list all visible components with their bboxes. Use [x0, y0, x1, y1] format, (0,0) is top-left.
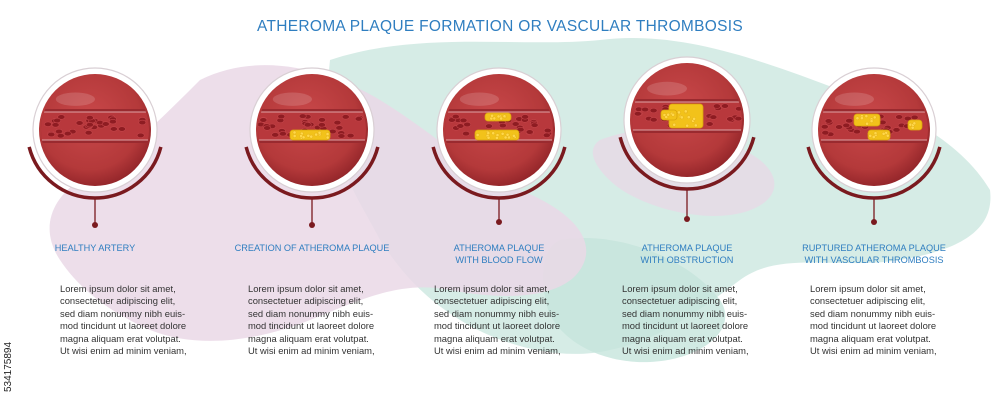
connector-dot	[92, 222, 98, 228]
description-line: Ut wisi enim ad minim veniam,	[622, 345, 749, 357]
description-line: mod tincidunt ut laoreet dolore	[248, 320, 375, 332]
infographic-title: ATHEROMA PLAQUE FORMATION OR VASCULAR TH…	[256, 18, 744, 35]
stage-description: Lorem ipsum dolor sit amet,consectetuer …	[810, 283, 937, 357]
description-line: sed diam nonummy nibh euis-	[622, 307, 748, 319]
description-line: sed diam nonummy nibh euis-	[434, 307, 560, 319]
description-line: consectetuer adipiscing elit,	[622, 295, 738, 307]
stage-label-line: HEALTHY ARTERY	[54, 243, 136, 253]
stage-label-line: WITH BLOOD FLOW	[455, 254, 543, 265]
connector-dot	[309, 222, 315, 228]
description-line: Ut wisi enim ad minim veniam,	[248, 345, 375, 357]
stage-label-line: ATHEROMA PLAQUE	[641, 243, 733, 253]
stage-description: Lorem ipsum dolor sit amet,consectetuer …	[622, 283, 749, 357]
description-line: consectetuer adipiscing elit,	[60, 295, 176, 307]
description-line: sed diam nonummy nibh euis-	[60, 307, 186, 319]
stand-arc	[431, 146, 567, 200]
description-line: Ut wisi enim ad minim veniam,	[434, 345, 561, 357]
description-line: Lorem ipsum dolor sit amet,	[434, 283, 550, 294]
stage-label: CREATION OF ATHEROMA PLAQUE	[217, 243, 407, 255]
description-line: mod tincidunt ut laoreet dolore	[434, 320, 561, 332]
stage-label: HEALTHY ARTERY	[0, 243, 190, 255]
description-line: magna aliquam erat volutpat.	[810, 332, 931, 344]
description-line: mod tincidunt ut laoreet dolore	[810, 320, 937, 332]
mint-wash-2	[543, 238, 726, 363]
connector-dot	[496, 219, 502, 225]
stage-label-line: CREATION OF ATHEROMA PLAQUE	[234, 243, 390, 253]
stage-description: Lorem ipsum dolor sit amet,consectetuer …	[248, 283, 375, 357]
description-line: consectetuer adipiscing elit,	[810, 295, 926, 307]
description-line: magna aliquam erat volutpat.	[248, 332, 369, 344]
description-line: Ut wisi enim ad minim veniam,	[60, 345, 187, 357]
stage-description: Lorem ipsum dolor sit amet,consectetuer …	[434, 283, 561, 357]
description-line: magna aliquam erat volutpat.	[60, 332, 181, 344]
description-line: consectetuer adipiscing elit,	[434, 295, 550, 307]
description-line: consectetuer adipiscing elit,	[248, 295, 364, 307]
description-line: Lorem ipsum dolor sit amet,	[60, 283, 176, 294]
stage-label-line: RUPTURED ATHEROMA PLAQUE	[802, 243, 946, 253]
description-line: sed diam nonummy nibh euis-	[248, 307, 374, 319]
stand-arc	[806, 146, 942, 200]
description-line: mod tincidunt ut laoreet dolore	[622, 320, 749, 332]
description-line: Lorem ipsum dolor sit amet,	[622, 283, 738, 294]
stage-label-line: ATHEROMA PLAQUE	[453, 243, 545, 253]
description-line: Lorem ipsum dolor sit amet,	[248, 283, 364, 294]
description-line: sed diam nonummy nibh euis-	[810, 307, 936, 319]
stand-arc	[244, 146, 380, 200]
stand-arc	[618, 136, 756, 191]
description-line: Lorem ipsum dolor sit amet,	[810, 283, 926, 294]
connector-dot	[871, 219, 877, 225]
description-line: magna aliquam erat volutpat.	[622, 332, 743, 344]
stage-description: Lorem ipsum dolor sit amet,consectetuer …	[60, 283, 187, 357]
description-line: magna aliquam erat volutpat.	[434, 332, 555, 344]
stand-arc	[27, 146, 163, 200]
description-line: Ut wisi enim ad minim veniam,	[810, 345, 937, 357]
pink-wash	[49, 65, 587, 341]
stage-label-line: WITH VASCULAR THROMBOSIS	[804, 254, 944, 265]
stage-label-line: WITH OBSTRUCTION	[640, 254, 734, 265]
description-line: mod tincidunt ut laoreet dolore	[60, 320, 187, 332]
connector-dot	[684, 216, 690, 222]
